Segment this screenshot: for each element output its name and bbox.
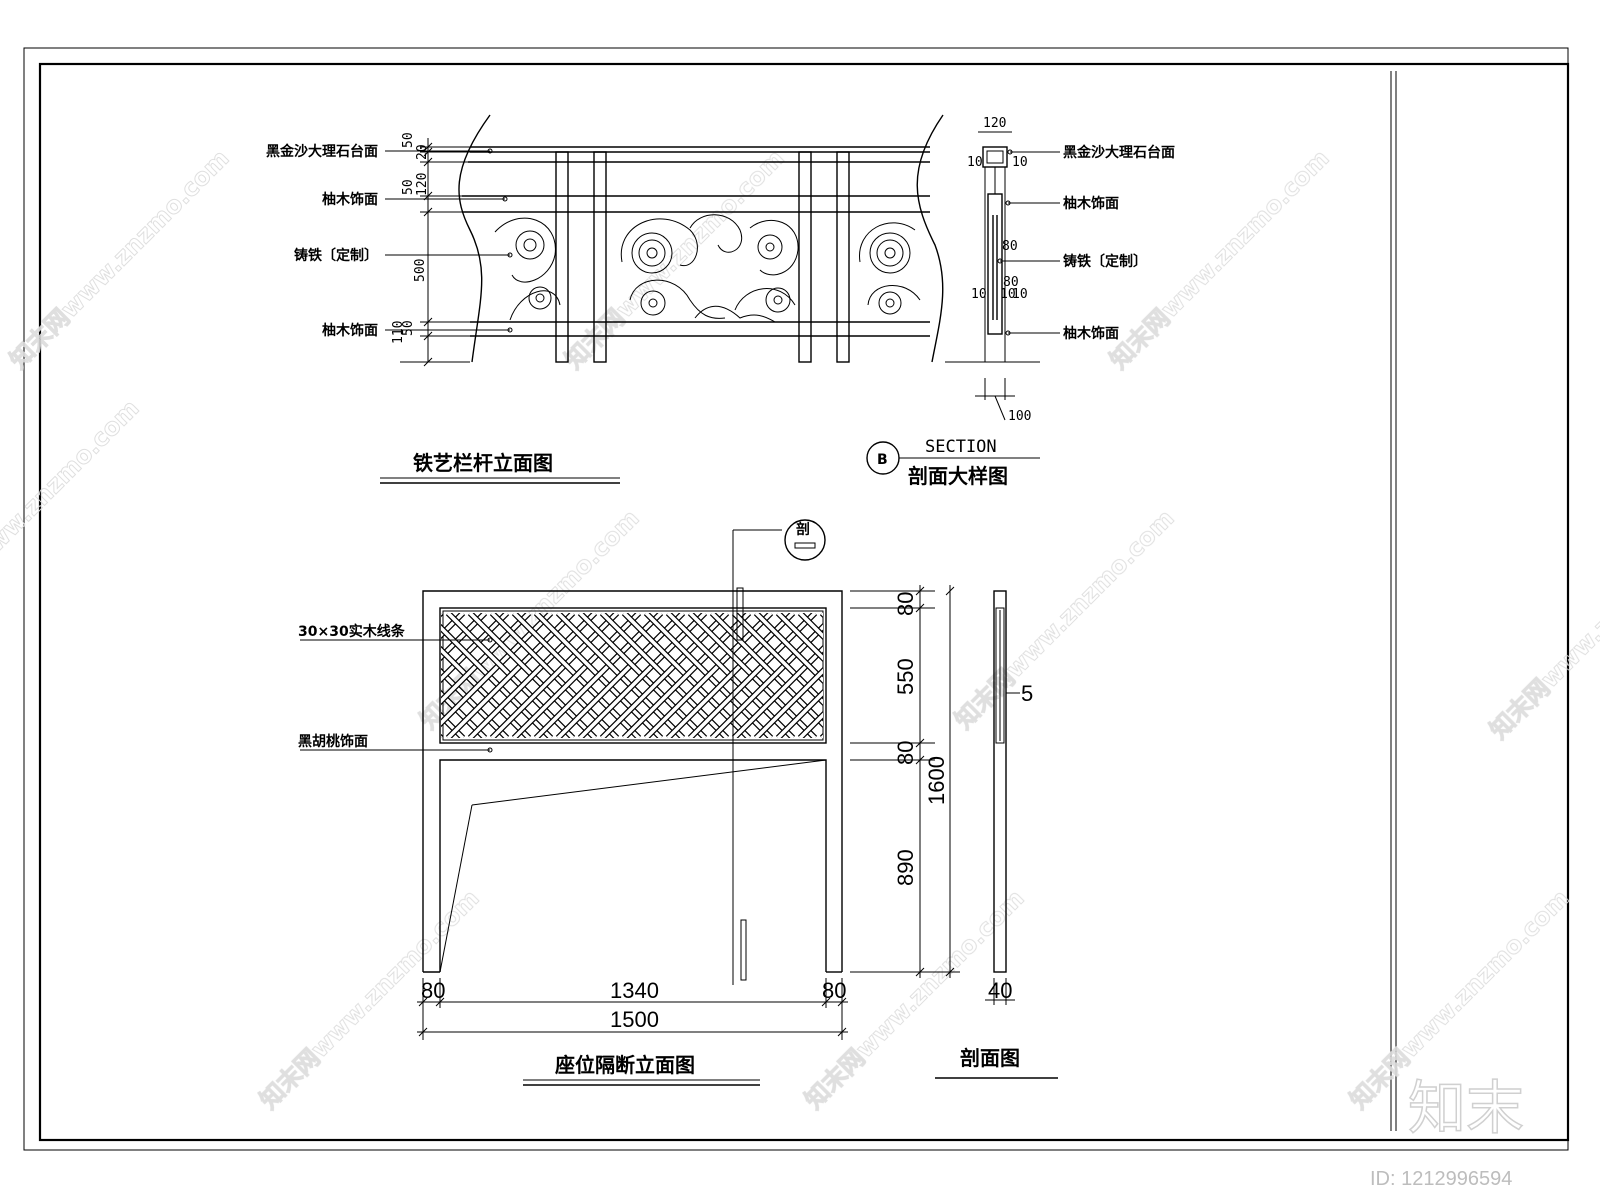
cut-marker: 剖 [796, 521, 810, 538]
lattice-strip [798, 712, 823, 738]
partition-dim-bottom-total: 1500 [610, 1007, 659, 1032]
section-dim: 10 [967, 155, 983, 170]
lattice-strip [468, 613, 597, 738]
lattice-strip [666, 613, 795, 738]
section-b-detail: 120 10 10 80 10 80 10 10 100 黑金沙大理石台面 柚木… [866, 116, 1175, 488]
lattice-strip [441, 713, 465, 738]
railing-note-cast-iron: 铸铁〔定制〕 [294, 247, 378, 264]
lattice-strip [776, 690, 823, 738]
partition-note-wood-strip: 30×30实木线条 [298, 623, 406, 640]
lattice-strip [819, 613, 823, 619]
section-note-cast-iron: 铸铁〔定制〕 [1063, 253, 1147, 270]
section-note-teak-bottom: 柚木饰面 [1063, 325, 1119, 342]
lattice-strip [441, 613, 487, 660]
lattice-strip [798, 613, 823, 639]
partition-note-walnut: 黑胡桃饰面 [298, 733, 368, 750]
lattice-strip [441, 613, 509, 682]
lattice-strip [441, 613, 553, 726]
section-dim: 10 [1000, 287, 1016, 302]
lattice-strip [820, 613, 823, 617]
section-note-marble: 黑金沙大理石台面 [1063, 144, 1175, 161]
railing-note-teak-bottom: 柚木饰面 [322, 322, 378, 339]
drawing-frame [23, 47, 1570, 1151]
section-dim: 80 [1002, 239, 1018, 254]
lattice-strip [622, 613, 751, 738]
partition-title: 座位隔断立面图 [555, 1053, 695, 1077]
partition-elevation: 剖 30×30实木线条 黑胡桃饰面 80 550 80 890 1600 [298, 519, 960, 1086]
railing-note-marble: 黑金沙大理石台面 [266, 143, 378, 160]
partition-section-title: 剖面图 [960, 1046, 1020, 1070]
brand-logo: 知末 [1408, 1074, 1524, 1142]
lattice-strip [644, 613, 773, 738]
railing-dim: 20 [415, 144, 430, 160]
image-id-label: ID: 1212996594 [1370, 1168, 1512, 1190]
section-dim-bottom: 40 [988, 978, 1012, 1003]
section-marker: B [877, 452, 888, 468]
lattice-pattern [441, 613, 823, 738]
lattice-strip [754, 668, 823, 738]
railing-dim: 120 [415, 173, 430, 196]
lattice-strip [441, 613, 531, 704]
cut-marker-circle [784, 519, 826, 561]
railing-elevation: 50 20 50 120 500 50 110 黑金沙大理石台面 柚木饰面 铸铁… [266, 114, 944, 484]
lattice-strip [732, 646, 823, 738]
lattice-strip [688, 613, 817, 738]
railing-note-teak-top: 柚木饰面 [322, 191, 378, 208]
lattice-strip [776, 613, 823, 661]
section-dim: 80 [1003, 275, 1019, 290]
railing-dim: 110 [391, 321, 406, 344]
watermark-text: 知末网www.znzmo.com [0, 394, 145, 624]
railing-dim: 500 [413, 259, 428, 282]
section-title-cn: 剖面大样图 [908, 464, 1008, 488]
partition-dim-right: 550 [893, 658, 918, 695]
partition-section: 5 40 剖面图 [935, 590, 1058, 1079]
lattice-strip [819, 732, 823, 738]
lattice-strip [820, 734, 823, 738]
section-dim: 10 [1012, 287, 1028, 302]
section-note-teak-top: 柚木饰面 [1063, 195, 1119, 212]
watermark-text: 知末网www.znzmo.com [1484, 514, 1600, 744]
lattice-strip [446, 613, 575, 738]
lattice-strip [441, 691, 487, 738]
partition-dim-bottom: 1340 [610, 978, 659, 1003]
partition-dim-right: 80 [893, 592, 918, 616]
section-dim: 10 [1012, 155, 1028, 170]
section-title-en: SECTION [925, 437, 997, 457]
lattice-strip [556, 613, 685, 738]
section-dim-side: 5 [1021, 681, 1033, 706]
section-dim: 100 [1008, 409, 1031, 424]
watermark-text: 知末网www.znzmo.com [949, 504, 1179, 734]
railing-dim: 50 [401, 320, 416, 336]
partition-dim-total: 1600 [924, 756, 949, 805]
railing-dim: 50 [401, 132, 416, 148]
partition-dim-bottom: 80 [822, 978, 846, 1003]
lattice-strip [512, 613, 641, 738]
partition-dim-right: 80 [893, 741, 918, 765]
lattice-strip [600, 613, 729, 738]
section-dim: 120 [983, 116, 1006, 131]
lattice-strip [534, 613, 663, 738]
railing-dim: 50 [401, 179, 416, 195]
lattice-strip [490, 613, 619, 738]
lattice-strip [441, 613, 465, 638]
partition-dim-right: 890 [893, 849, 918, 886]
railing-title: 铁艺栏杆立面图 [413, 451, 553, 475]
section-dim: 10 [971, 287, 987, 302]
lattice-strip [578, 613, 707, 738]
partition-dim-bottom: 80 [421, 978, 445, 1003]
